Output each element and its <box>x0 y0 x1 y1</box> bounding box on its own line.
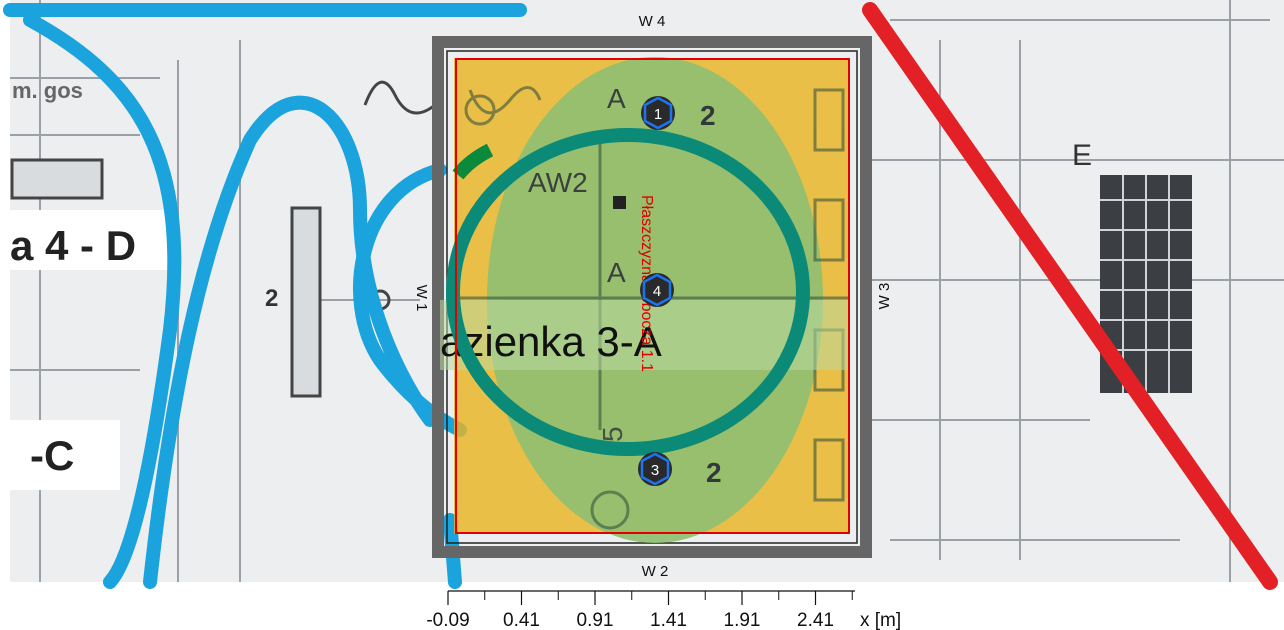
luminaires: 1 4 3 <box>638 96 675 486</box>
luminaire-label-3: 3 <box>651 462 659 479</box>
scale-ticks: -0.09 0.41 0.91 1.41 1.91 2.41 <box>426 591 853 630</box>
room-wall-frame <box>432 36 872 558</box>
scale-tick-label: 0.41 <box>503 610 540 630</box>
luminaire-1[interactable]: 1 <box>641 96 675 130</box>
wall-label-top: W 4 <box>639 13 666 30</box>
plan-text-2-top: 2 <box>700 100 716 131</box>
plan-text-aw2: AW2 <box>528 167 588 198</box>
wall-labels: W 4 W 2 W 1 W 3 <box>413 13 893 580</box>
scale-bar: -0.09 0.41 0.91 1.41 1.91 2.41 x [m] <box>426 590 901 630</box>
room-label-c: -C <box>30 432 74 479</box>
scale-tick-label: 1.91 <box>724 610 761 630</box>
scale-tick-label: -0.09 <box>426 610 469 630</box>
luminaire-label-1: 1 <box>654 106 662 123</box>
plan-text-2-bottom: 2 <box>706 457 722 488</box>
blue-cable-loop-1 <box>143 95 437 589</box>
wall-label-bottom: W 2 <box>642 563 669 580</box>
scale-tick-label: 0.91 <box>577 610 614 630</box>
scale-unit: x [m] <box>860 610 901 630</box>
plan-digit-2-left: 2 <box>265 285 278 312</box>
teal-ring <box>446 128 810 456</box>
scale-tick-label: 2.41 <box>797 610 834 630</box>
room-name-azienka: azienka 3-A <box>440 318 662 365</box>
green-ring-segment <box>452 143 494 180</box>
radiator-grid <box>1100 175 1192 393</box>
scale-tick-label: 1.41 <box>650 610 687 630</box>
wall-label-left: W 1 <box>413 285 430 312</box>
plan-text-a-mid: A <box>607 257 626 288</box>
wall-label-right: W 3 <box>876 283 893 310</box>
plan-text-a-top: A <box>607 83 626 114</box>
luminaire-label-4: 4 <box>653 283 661 300</box>
plan-text-5: 5 <box>597 426 628 442</box>
room-label-bg-d <box>10 210 170 270</box>
room-label-e: E <box>1072 139 1092 172</box>
plan-lines <box>10 0 1284 582</box>
room-label-bg-c <box>10 420 120 490</box>
plan-text-gos: m. gos <box>12 78 83 103</box>
blue-cable-left-curve <box>23 13 182 589</box>
luminaire-3[interactable]: 3 <box>638 452 672 486</box>
plan-fixtures <box>10 80 436 398</box>
work-plane-outline <box>455 58 850 534</box>
aw2-marker <box>613 196 626 209</box>
luminaire-4[interactable]: 4 <box>640 273 674 307</box>
room-label-a4d: a 4 - D <box>10 222 136 269</box>
red-cable-diagonal <box>862 2 1278 590</box>
